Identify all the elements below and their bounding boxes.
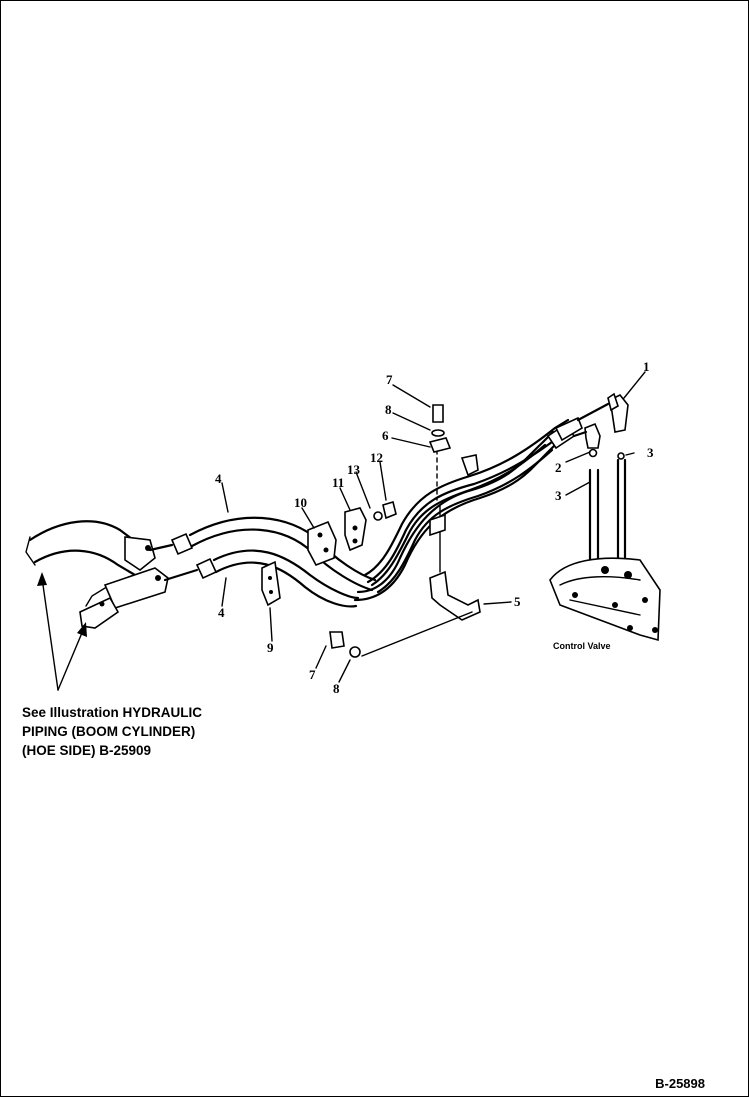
callout-1: 1 bbox=[643, 359, 650, 374]
callout-3a: 3 bbox=[647, 445, 654, 460]
note-line-2: PIPING (BOOM CYLINDER) bbox=[22, 724, 196, 739]
top-bolt-assembly bbox=[428, 404, 479, 537]
reference-arrows bbox=[37, 572, 87, 691]
callout-7b: 7 bbox=[309, 667, 316, 682]
bottom-bolt-assembly bbox=[329, 611, 473, 658]
elbow-fittings bbox=[572, 392, 629, 460]
control-valve-label: Control Valve bbox=[553, 641, 611, 651]
hose-4-lower bbox=[163, 549, 360, 608]
bracket-5 bbox=[429, 449, 481, 621]
callout-4b: 4 bbox=[218, 605, 225, 620]
clamp-assembly bbox=[261, 500, 397, 607]
callout-8a: 8 bbox=[385, 402, 392, 417]
callout-11: 11 bbox=[332, 475, 344, 490]
callout-7a: 7 bbox=[386, 372, 393, 387]
boom-cylinder-connections bbox=[25, 520, 169, 629]
callout-13: 13 bbox=[347, 462, 361, 477]
reference-note: See Illustration HYDRAULIC PIPING (BOOM … bbox=[22, 703, 232, 760]
callout-4a: 4 bbox=[215, 471, 222, 486]
note-line-1: See Illustration HYDRAULIC bbox=[22, 705, 203, 720]
callout-10: 10 bbox=[294, 495, 307, 510]
figure-id-label: B-25898 bbox=[655, 1076, 705, 1091]
control-valve bbox=[549, 458, 661, 642]
leader-lines bbox=[221, 371, 646, 683]
note-line-3: (HOE SIDE) B-25909 bbox=[22, 743, 152, 758]
callout-9: 9 bbox=[267, 640, 274, 655]
callout-2: 2 bbox=[555, 460, 562, 475]
callout-6: 6 bbox=[382, 428, 389, 443]
callout-8b: 8 bbox=[333, 681, 340, 696]
callout-12: 12 bbox=[370, 450, 383, 465]
callout-5: 5 bbox=[514, 594, 521, 609]
callout-3b: 3 bbox=[555, 488, 562, 503]
